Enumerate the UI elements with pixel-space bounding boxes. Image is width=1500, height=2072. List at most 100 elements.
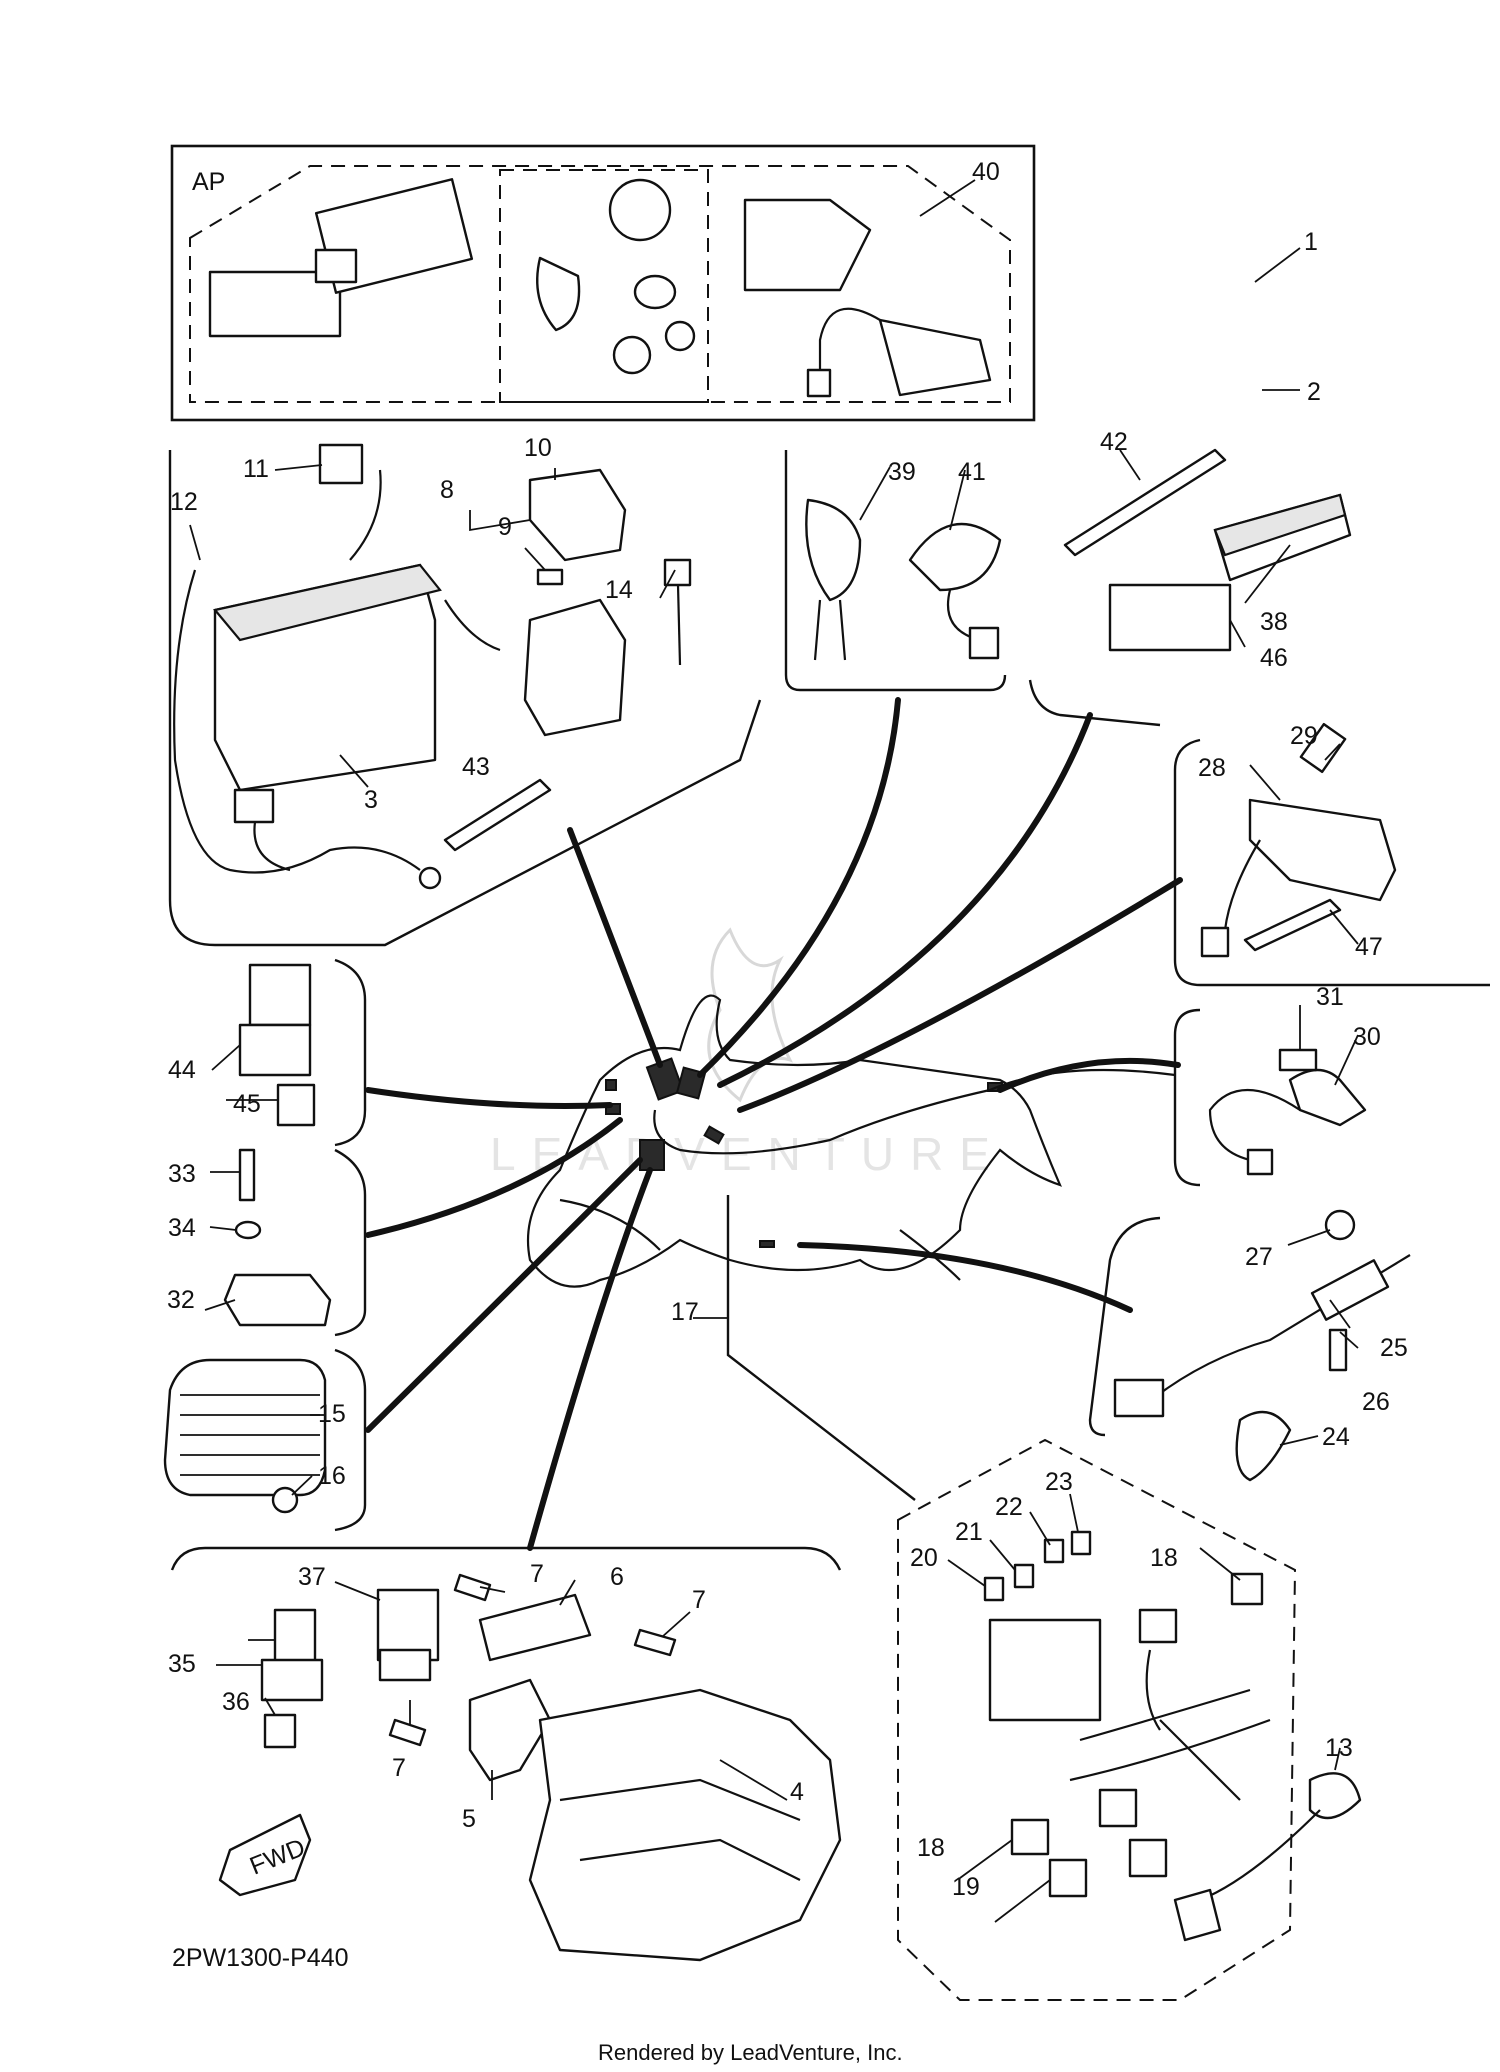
cable-tie-43 xyxy=(443,778,552,852)
rectifier-group xyxy=(163,1358,327,1514)
relay-18b xyxy=(1010,1818,1050,1856)
callout-32: 32 xyxy=(167,1286,195,1314)
relay-cover xyxy=(528,468,627,562)
callout-7a: 7 xyxy=(530,1560,544,1588)
cable-tie-42 xyxy=(1063,448,1227,557)
speed-sensor-group xyxy=(1113,1209,1411,1482)
ap-connector xyxy=(314,248,358,284)
ecu-group xyxy=(1063,448,1352,652)
callout-36: 36 xyxy=(222,1688,250,1716)
callout-46: 46 xyxy=(1260,644,1288,672)
fuse-22 xyxy=(1043,1538,1065,1564)
callout-47: 47 xyxy=(1355,933,1383,961)
callout-43: 43 xyxy=(462,753,490,781)
callout-5: 5 xyxy=(462,1805,476,1833)
callout-12: 12 xyxy=(170,488,198,516)
rectifier-15 xyxy=(163,1358,327,1497)
fuse-20 xyxy=(983,1576,1005,1602)
sensor-13 xyxy=(1308,1772,1362,1820)
screw-31 xyxy=(1278,1048,1318,1072)
callout-33: 33 xyxy=(168,1160,196,1188)
ap-key-fob xyxy=(536,256,581,332)
thick-leader-lines xyxy=(365,697,1183,1551)
ap-group-label: AP xyxy=(192,168,225,196)
plate-6 xyxy=(478,1593,592,1662)
callout-22: 22 xyxy=(995,1493,1023,1521)
callout-42: 42 xyxy=(1100,428,1128,456)
key-39 xyxy=(805,498,862,602)
clamp-24 xyxy=(1235,1410,1292,1482)
callout-18a: 18 xyxy=(1150,1544,1178,1572)
fuse-23 xyxy=(1070,1530,1092,1556)
relay-37 xyxy=(376,1588,440,1662)
watermark: LEADVENTURE xyxy=(490,927,990,1180)
connector-18a xyxy=(1230,1572,1264,1606)
callout-41: 41 xyxy=(958,458,986,486)
footer-credit: Rendered by LeadVenture, Inc. xyxy=(598,2040,903,2065)
callout-44: 44 xyxy=(168,1056,196,1084)
callout-7c: 7 xyxy=(392,1754,406,1782)
callout-leaders xyxy=(189,179,1359,1923)
callout-1: 1 xyxy=(1304,228,1318,256)
callout-10: 10 xyxy=(524,434,552,462)
callout-9: 9 xyxy=(498,513,512,541)
ap-lock-nut xyxy=(612,335,652,375)
sensor-32 xyxy=(223,1273,332,1327)
harness-group xyxy=(897,1438,1362,2001)
sensor-group xyxy=(1200,722,1397,958)
callout-20: 20 xyxy=(910,1544,938,1572)
callout-45: 45 xyxy=(233,1090,261,1118)
callout-28: 28 xyxy=(1198,754,1226,782)
callout-37: 37 xyxy=(298,1563,326,1591)
bracket-group: FWD 2PW1300-P440 xyxy=(172,1573,842,1972)
ap-washer xyxy=(664,320,696,352)
callout-35: 35 xyxy=(168,1650,196,1678)
group-brackets xyxy=(168,450,1490,1571)
ap-lock-cylinder xyxy=(633,274,677,310)
callout-18b: 18 xyxy=(917,1834,945,1862)
module-46 xyxy=(1108,583,1232,652)
callout-numbers: 1 2 3 4 5 6 7 7 7 8 9 10 11 12 13 14 15 … xyxy=(167,158,1408,1901)
callout-39: 39 xyxy=(888,458,916,486)
callout-26: 26 xyxy=(1362,1388,1390,1416)
terminal-cover xyxy=(318,443,364,485)
bolt-7a xyxy=(453,1573,492,1602)
bolt-7b xyxy=(633,1628,677,1657)
callout-29: 29 xyxy=(1290,722,1318,750)
fuse-box xyxy=(988,1618,1102,1722)
bolt-7c xyxy=(388,1718,427,1747)
switch-30 xyxy=(1288,1068,1367,1127)
relay-19 xyxy=(1048,1858,1088,1898)
callout-11: 11 xyxy=(243,455,269,483)
ap-cdi-unit xyxy=(743,198,872,292)
nut-27 xyxy=(1324,1209,1356,1241)
callout-2: 2 xyxy=(1307,378,1321,406)
relay-group-44 xyxy=(238,963,316,1127)
callout-21: 21 xyxy=(955,1518,983,1546)
bolt-26 xyxy=(1328,1328,1348,1372)
fuse-21 xyxy=(1013,1563,1035,1589)
relay-harness xyxy=(1138,1608,1178,1644)
washer-34 xyxy=(234,1220,262,1240)
callout-25: 25 xyxy=(1380,1334,1408,1362)
callout-38: 38 xyxy=(1260,608,1288,636)
callout-30: 30 xyxy=(1353,1023,1381,1051)
ap-assembly-group: AP xyxy=(170,144,1036,422)
callout-14: 14 xyxy=(605,576,633,604)
callout-7b: 7 xyxy=(692,1586,706,1614)
fuse-holder-45 xyxy=(276,1083,316,1127)
callout-8: 8 xyxy=(440,476,454,504)
relay-44 xyxy=(248,963,312,1027)
horn-41 xyxy=(908,522,1002,592)
bracket-frame-4 xyxy=(528,1688,842,1962)
mount-5 xyxy=(468,1678,552,1782)
ap-ignition-switch xyxy=(608,178,672,242)
callout-6: 6 xyxy=(610,1563,624,1591)
callout-27: 27 xyxy=(1245,1243,1273,1271)
callout-17: 17 xyxy=(671,1298,699,1326)
drawing-code: 2PW1300-P440 xyxy=(172,1944,349,1972)
callout-23: 23 xyxy=(1045,1468,1073,1496)
callout-31: 31 xyxy=(1316,983,1344,1011)
sensor-25 xyxy=(1310,1259,1390,1321)
